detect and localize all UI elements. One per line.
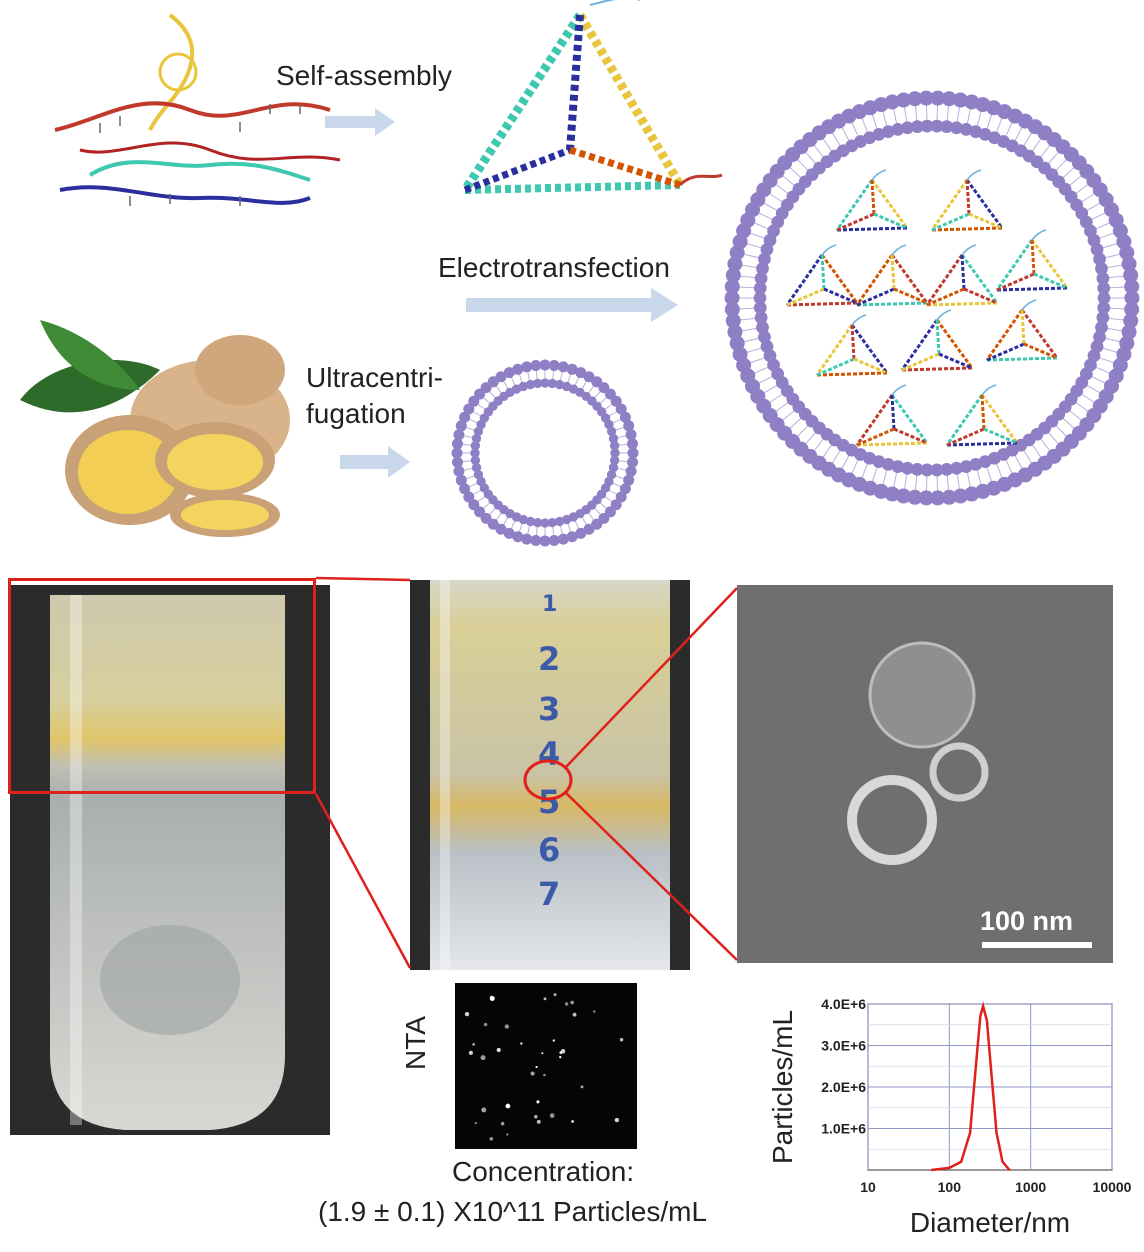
particle-dot <box>520 1042 523 1045</box>
particle-dot <box>580 1085 584 1089</box>
mini-tetrahedron-icon <box>815 314 889 377</box>
particle-dot <box>571 1120 574 1123</box>
particle-dot <box>504 1024 510 1029</box>
arrow-right-icon <box>325 108 395 136</box>
particle-dot <box>572 1012 577 1017</box>
data-point <box>1008 1169 1011 1171</box>
y-tick-label: 1.0E+6 <box>821 1121 866 1137</box>
fraction-number: 2 <box>538 640 561 678</box>
arrow-right-icon <box>466 288 678 322</box>
dna-tetrahedron-illustration <box>461 0 723 194</box>
particle-dot <box>474 1122 477 1125</box>
mini-tetrahedron-icon <box>930 169 1004 232</box>
y-tick-label: 4.0E+6 <box>821 996 866 1012</box>
particle-dot <box>536 1119 541 1124</box>
data-point <box>979 1015 982 1018</box>
particle-dot <box>549 1113 555 1118</box>
data-point <box>930 1169 933 1171</box>
mini-tetrahedron-icon <box>835 169 909 232</box>
particle-dot <box>472 1042 476 1046</box>
data-point <box>1001 1160 1004 1163</box>
mini-tetrahedron-icon <box>985 299 1059 362</box>
x-axis-label: Diameter/nm <box>910 1207 1070 1238</box>
particle-dot <box>543 1073 546 1077</box>
size-distribution-chart: 10 100 1000 10000 1.0E+6 2.0E+6 3.0E+6 4.0E+6Di… <box>767 996 1132 1238</box>
empty-vesicle-illustration <box>451 359 639 547</box>
data-point <box>974 1069 977 1072</box>
particle-dot <box>560 1049 566 1054</box>
scale-bar-label: 100 nm <box>980 906 1074 936</box>
fraction-number: 4 <box>538 735 561 773</box>
particle-dot <box>489 995 493 998</box>
ultracentrifugation-label-line2: fugation <box>306 398 406 429</box>
particle-dot <box>464 1012 470 1017</box>
data-point <box>948 1167 951 1169</box>
data-point <box>960 1160 963 1163</box>
tem-micrograph <box>737 585 1113 963</box>
mini-tetrahedron-icon <box>900 309 974 372</box>
particle-dot <box>614 1117 620 1123</box>
particle-dot <box>500 1121 505 1126</box>
data-point <box>990 1073 993 1076</box>
dna-strands-illustration <box>54 13 341 206</box>
data-point <box>982 1005 984 1007</box>
mini-tetrahedron-icon <box>925 244 999 307</box>
mini-tetrahedron-icon <box>785 244 859 307</box>
arrow-right-icon <box>340 446 410 478</box>
particle-dot <box>481 1107 487 1113</box>
data-point <box>995 1131 998 1134</box>
fraction-number: 7 <box>538 875 561 913</box>
mini-tetrahedron-icon <box>855 244 929 307</box>
particle-dot <box>541 1052 544 1055</box>
data-point <box>986 1019 988 1022</box>
particle-dot <box>543 997 547 1001</box>
x-tick-label: 10 <box>860 1179 876 1195</box>
particle-dot <box>559 1056 562 1059</box>
particle-dot <box>535 1065 538 1069</box>
particle-dot <box>534 1115 538 1119</box>
particle-dot <box>564 1002 569 1006</box>
particle-dot <box>489 1137 493 1141</box>
ultracentrifugation-label-line1: Ultracentri- <box>306 362 443 393</box>
concentration-title: Concentration: <box>452 1156 635 1187</box>
nta-label: NTA <box>400 1016 431 1070</box>
concentration-value: (1.9 ± 0.1) X10^11 Particles/mL <box>318 1196 708 1227</box>
mini-tetrahedron-icon <box>945 384 1019 447</box>
self-assembly-label: Self-assembly <box>276 60 452 91</box>
mini-tetrahedron-icon <box>995 229 1069 292</box>
x-tick-label: 1000 <box>1015 1179 1046 1195</box>
centrifuge-tube-photo <box>10 585 330 1135</box>
particle-dot <box>592 1010 596 1013</box>
nta-frame <box>455 983 637 1149</box>
y-axis-label: Particles/mL <box>767 1010 798 1164</box>
particle-dot <box>570 1000 574 1005</box>
particle-dot <box>506 1133 509 1136</box>
electrotransfection-label: Electrotransfection <box>438 252 670 283</box>
fraction-number: 1 <box>542 592 558 617</box>
fraction-number: 5 <box>538 783 561 821</box>
fraction-number: 3 <box>538 690 561 728</box>
x-tick-label: 100 <box>938 1179 962 1195</box>
particle-dot <box>553 993 557 997</box>
x-tick-label: 10000 <box>1093 1179 1132 1195</box>
particle-dot <box>619 1038 624 1042</box>
particle-dot <box>530 1071 535 1076</box>
particle-dot <box>505 1103 511 1109</box>
data-point <box>969 1131 971 1134</box>
particle-dot <box>552 1039 556 1042</box>
particle-dot <box>483 1022 488 1027</box>
particle-dot <box>468 1050 473 1055</box>
particle-dot <box>496 1047 501 1053</box>
y-tick-label: 3.0E+6 <box>821 1038 866 1054</box>
nta-particle-dots <box>464 993 624 1141</box>
particle-dot <box>480 1055 486 1061</box>
highlight-box <box>8 578 316 794</box>
mini-tetrahedron-icon <box>855 384 929 447</box>
ginger-photo <box>20 320 290 537</box>
fraction-number: 6 <box>538 831 561 869</box>
particle-dot <box>536 1100 540 1104</box>
size-distribution-line <box>931 1001 1011 1172</box>
loaded-vesicle-illustration <box>724 90 1140 506</box>
y-tick-label: 2.0E+6 <box>821 1079 866 1095</box>
